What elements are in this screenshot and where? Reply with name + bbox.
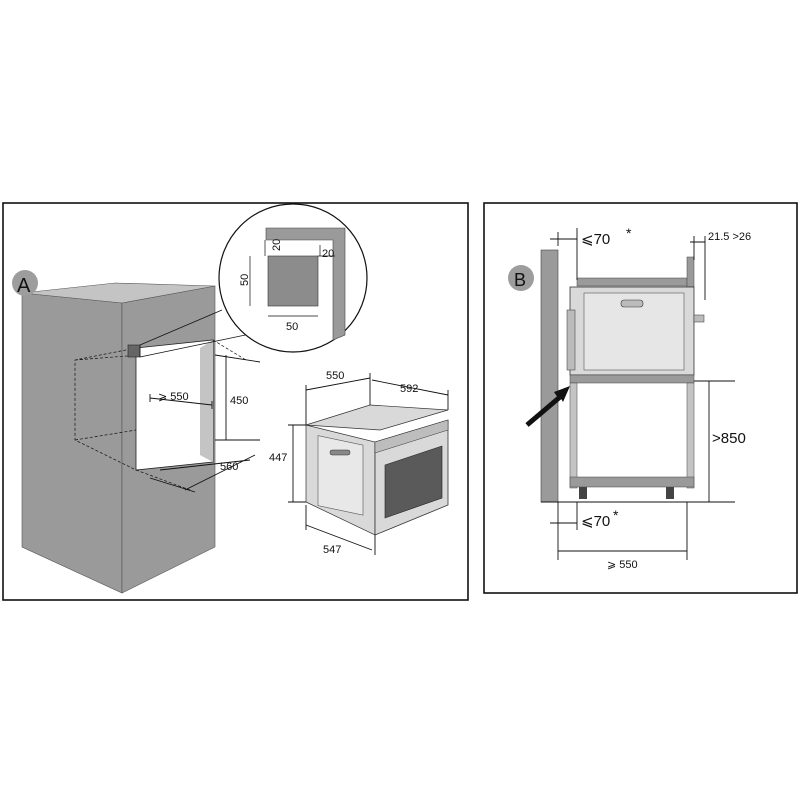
- oven-handle: [329, 449, 351, 456]
- cabinet-right-post: [686, 382, 695, 489]
- niche-hidden-lines: [74, 339, 247, 491]
- label-oven-body-width: 547: [323, 544, 341, 556]
- oven-b: [566, 286, 705, 376]
- callout-lines: [139, 309, 256, 358]
- label-bottom-clearance: ⩽70: [581, 513, 610, 530]
- panel-b: ⩽70 * 21.5 >26 >850 ⩽70 * ⩾ 550 B: [483, 202, 798, 594]
- shelf: [569, 374, 695, 384]
- oven-a: 550 592 447 547: [269, 370, 449, 556]
- detail-right-label: 20: [322, 248, 334, 260]
- detail-corner-bracket: [265, 227, 346, 341]
- dim-line-niche-width: [149, 454, 256, 493]
- oven-side-window: [317, 435, 364, 516]
- dim-line-panel-thickness: [690, 236, 706, 300]
- badge-a: A: [12, 270, 38, 297]
- badge-b: B: [508, 265, 534, 291]
- dim-lines-oven: [288, 373, 449, 555]
- cabinet-top-face: [21, 282, 216, 304]
- label-bottom-star: *: [613, 507, 619, 523]
- detail-bottom-label: 50: [286, 321, 298, 333]
- wall: [540, 249, 559, 503]
- label-floor-height: >850: [712, 430, 746, 447]
- niche-dimensions: ⩾ 550 450 560: [149, 354, 261, 493]
- dim-line-cabinet-depth: [558, 502, 688, 560]
- label-top-star: *: [626, 225, 632, 241]
- foot-left: [579, 487, 587, 499]
- detail-top-label: 20: [271, 239, 283, 251]
- label-niche-width: 560: [220, 461, 238, 473]
- dim-line-floor-height: [694, 380, 735, 502]
- niche-inner-shade: [200, 340, 213, 462]
- dim-line-niche-height: [214, 354, 261, 441]
- cabinet-left-post: [569, 382, 578, 489]
- panel-a-frame: [2, 202, 469, 601]
- label-top-clearance: ⩽70: [581, 231, 610, 248]
- detail-vent-square: [267, 255, 319, 307]
- label-cabinet-depth: ⩾ 550: [607, 559, 638, 571]
- label-niche-height: 450: [230, 395, 248, 407]
- oven-b-handle: [620, 299, 644, 308]
- detail-dim-lines: [249, 240, 335, 317]
- cabinet-base: [569, 476, 695, 488]
- oven-b-rear-bracket: [566, 309, 576, 371]
- badge-b-label: B: [514, 270, 526, 290]
- airflow-arrow-shaft: [525, 395, 562, 427]
- label-oven-depth: 550: [326, 370, 344, 382]
- label-panel-thickness: 21.5 >26: [708, 231, 751, 243]
- oven-b-front-knob: [693, 314, 705, 323]
- dim-line-bottom-clearance: [550, 502, 578, 560]
- oven-b-inner: [583, 292, 685, 371]
- oven-door-glass: [384, 445, 443, 519]
- panel-a: ⩾ 550 450 560 20 20 50 50: [2, 202, 469, 601]
- label-oven-width: 592: [400, 383, 418, 395]
- airflow-arrow: [525, 386, 570, 427]
- panel-b-frame: [483, 202, 798, 594]
- badge-a-label: A: [17, 275, 31, 297]
- foot-right: [666, 487, 674, 499]
- label-niche-depth: ⩾ 550: [158, 391, 189, 403]
- detail-side-label: 50: [239, 274, 251, 286]
- vent-detail: 20 20 50 50: [218, 203, 368, 353]
- oven-control-strip: [374, 419, 449, 454]
- dim-line-top-clearance: [550, 228, 578, 280]
- cabinet-column: [21, 282, 256, 594]
- cabinet-top-panel: [576, 277, 688, 287]
- vent-cutout: [127, 344, 141, 358]
- panel-b-dimensions: ⩽70 * 21.5 >26 >850 ⩽70 * ⩾ 550: [550, 225, 751, 571]
- badge-a-circle: [12, 270, 38, 296]
- cabinet-front-panel-top: [686, 256, 695, 288]
- cabinet-front-face: [21, 292, 123, 594]
- label-oven-height: 447: [269, 452, 287, 464]
- badge-b-circle: [508, 265, 534, 291]
- dim-line-niche-depth: [149, 394, 213, 409]
